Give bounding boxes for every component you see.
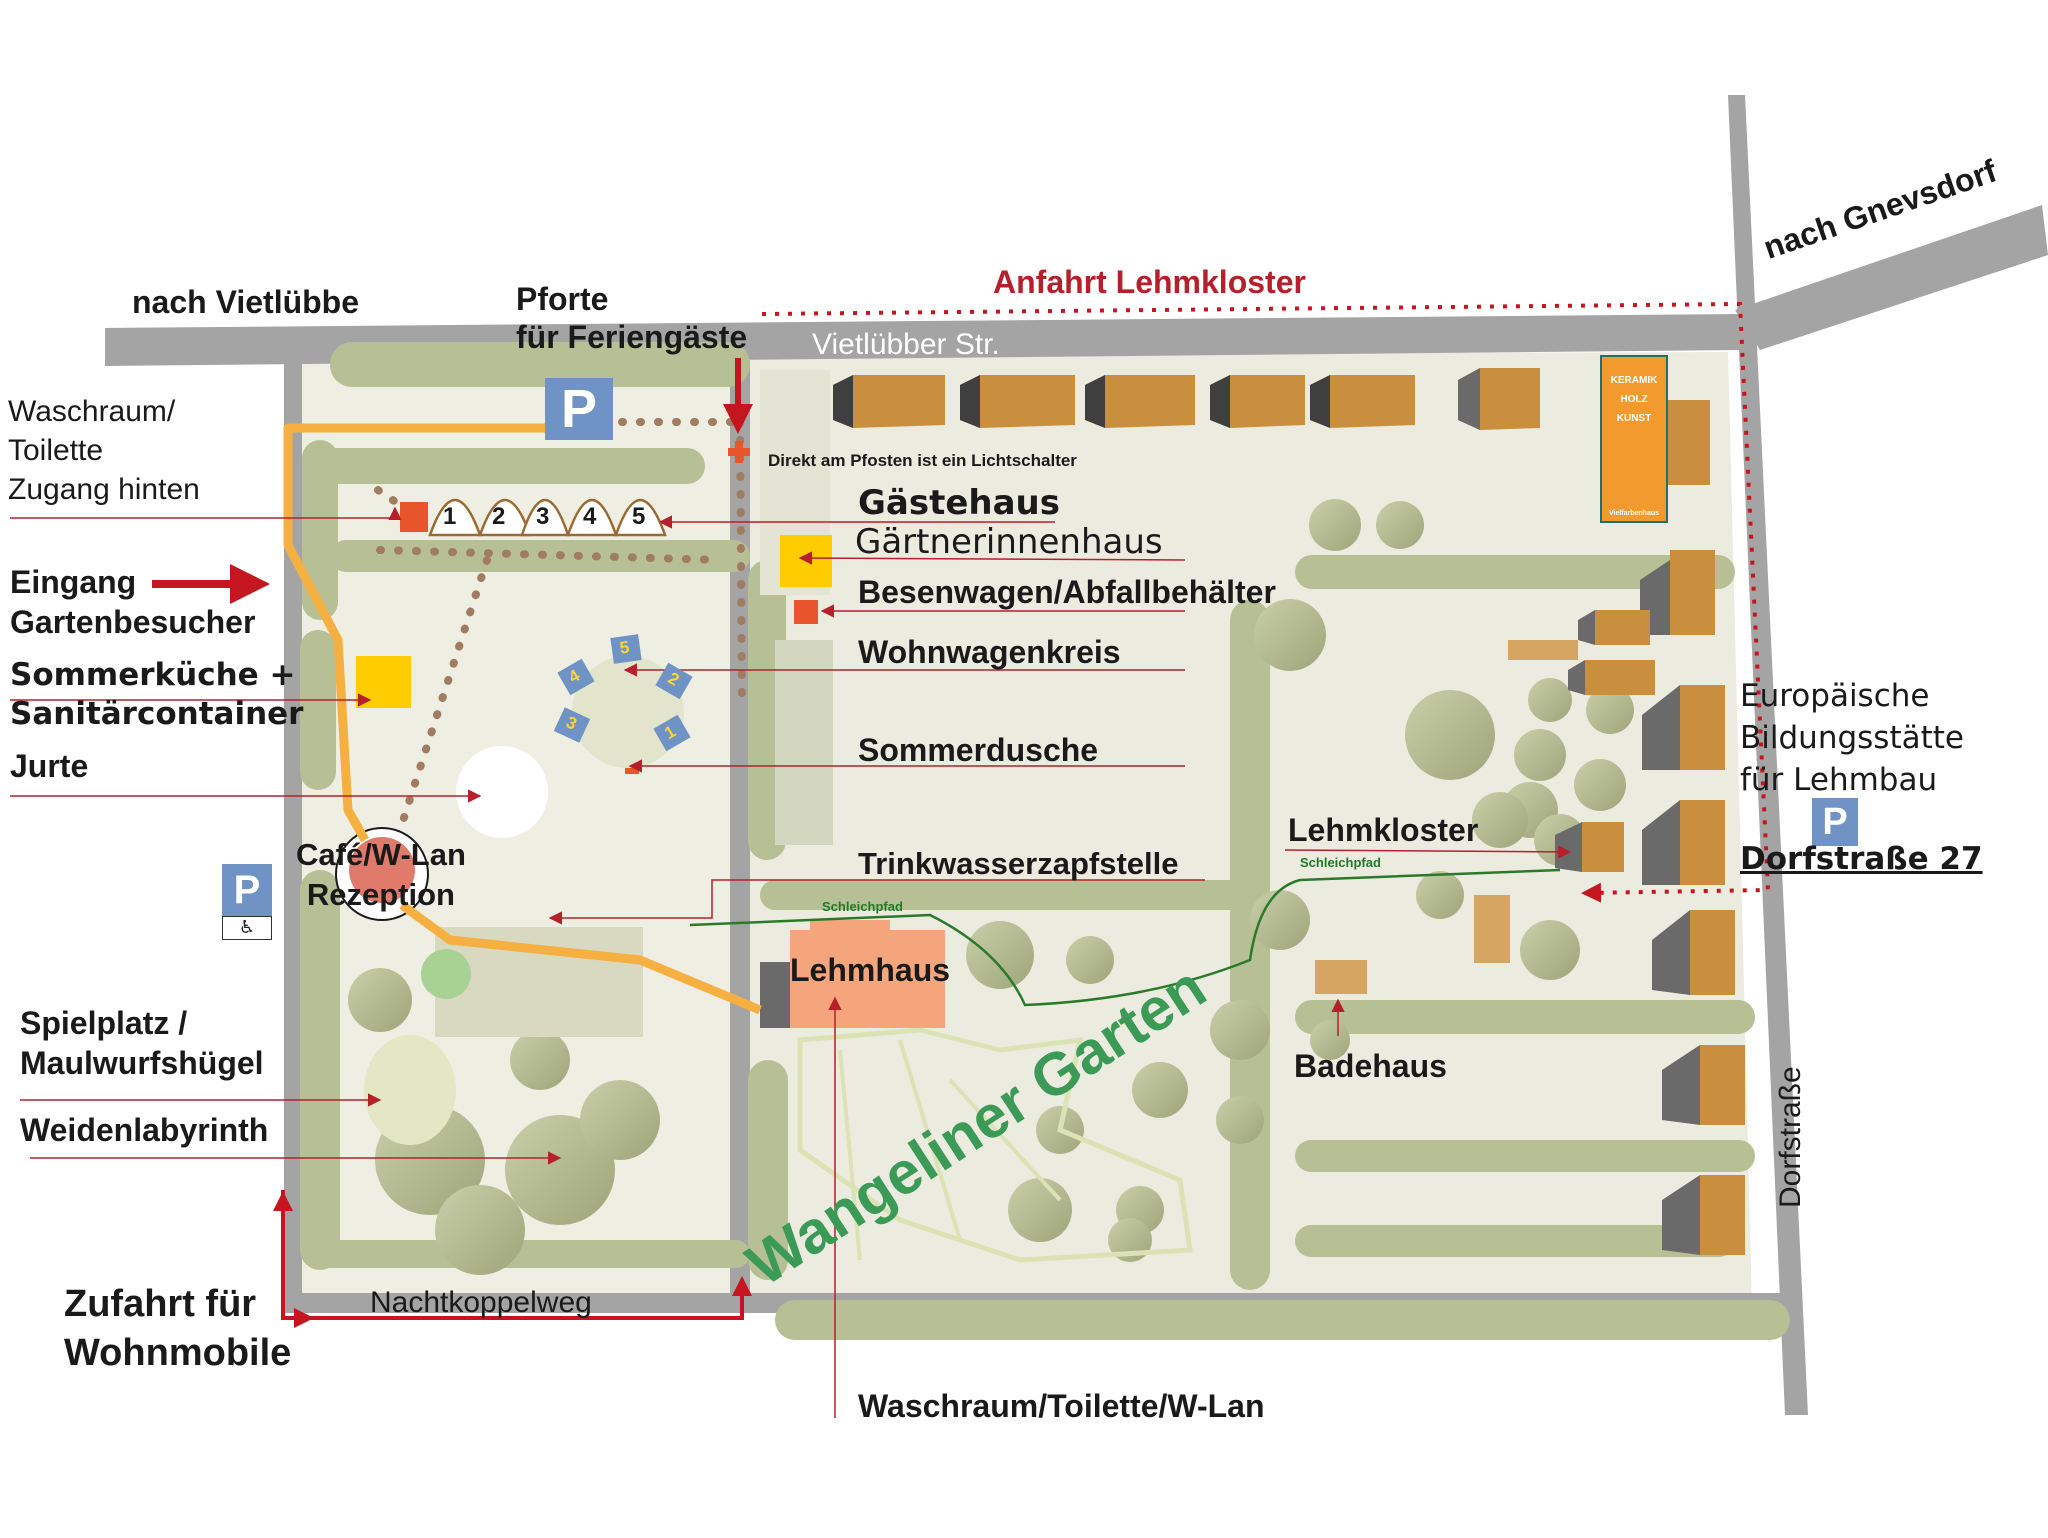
zufahrt-route (281, 1190, 752, 1320)
cafe-center (349, 837, 415, 903)
lehmhaus-annex (760, 962, 790, 1028)
house-right-8 (1662, 1045, 1745, 1125)
house-row-3 (1085, 375, 1195, 428)
label-pforte: Pforte für Feriengäste (516, 281, 748, 356)
guest-house-3: 3 (536, 503, 550, 530)
main-walkway (283, 423, 762, 1015)
shop-sign: KERAMIK HOLZ KUNST Vielfarbenhaus (1600, 355, 1668, 523)
shed-right-2 (1474, 895, 1510, 963)
label-lehmkloster: Lehmkloster (1288, 812, 1479, 848)
house-right-5 (1642, 685, 1725, 770)
label-lehmhaus: Lehmhaus (790, 952, 951, 988)
besenwagen-marker (794, 600, 818, 624)
dotted-paths (374, 418, 746, 834)
label-trinkwasser: Trinkwasserzapfstelle (858, 846, 1179, 881)
guest-house-2: 2 (492, 503, 506, 530)
house-right-6 (1642, 800, 1725, 885)
label-gaertnerinnenhaus: Gärtnerinnenhaus (855, 522, 1163, 562)
tree-hedges (300, 342, 1790, 1340)
label-waschraum-hinten: Waschraum/ Toilette Zugang hinten (8, 395, 200, 506)
label-cafe: Café/W-Lan Rezeption (296, 837, 466, 913)
house-row-5 (1310, 375, 1415, 428)
label-eingang: Eingang Gartenbesucher (10, 564, 256, 640)
left-road (284, 362, 302, 1297)
caravan-5: 5 (610, 634, 642, 664)
guest-house-4: 4 (583, 503, 597, 530)
gaertnerinnenhaus-building (780, 535, 832, 587)
label-gaestehaus: Gästehaus (858, 483, 1060, 523)
parking-pforte: P (545, 378, 613, 440)
shop-sign-footer: Vielfarbenhaus (1608, 510, 1660, 517)
house-right-9 (1662, 1175, 1745, 1255)
label-nachtkoppelweg: Nachtkoppelweg (370, 1286, 592, 1319)
leader-lines (10, 506, 1572, 1418)
label-waschraum-lehmhaus: Waschraum/Toilette/W-Lan (858, 1388, 1265, 1424)
buildings (335, 368, 1745, 1255)
label-sommerdusche: Sommerdusche (858, 732, 1099, 768)
label-dorfstrasse-27: Dorfstraße 27 (1740, 841, 1983, 877)
label-europaeische: Europäische Bildungsstätte für Lehmbau (1740, 678, 1964, 798)
trees (348, 499, 1634, 1275)
label-nach-vietluebbe: nach Vietlübbe (132, 284, 360, 320)
shop-sign-line-2: HOLZ (1620, 394, 1648, 405)
label-vietluebber-str: Vietlübber Str. (812, 328, 1000, 361)
house-row-2 (960, 375, 1075, 428)
label-wohnwagenkreis: Wohnwagenkreis (858, 634, 1121, 670)
house-right-3 (1578, 610, 1650, 645)
badehaus-building (1315, 960, 1367, 994)
house-row-4 (1210, 375, 1305, 428)
shop-sign-line-3: KUNST (1616, 413, 1652, 424)
gnevsdorf-road (1735, 205, 2048, 350)
guest-house-arcs (428, 499, 667, 537)
label-besenwagen: Besenwagen/Abfallbehälter (858, 574, 1276, 610)
label-schleichpfad-2: Schleichpfad (1300, 855, 1381, 870)
house-right-7 (1652, 910, 1735, 995)
shed-right-1 (1508, 640, 1578, 660)
house-single (1458, 368, 1540, 430)
wheelchair-icon: ♿ (222, 916, 272, 940)
parking-dorfstrasse: P (1812, 798, 1858, 846)
parking-disabled: P (222, 864, 272, 916)
label-schleichpfad-1: Schleichpfad (822, 899, 903, 914)
lehmhaus-roof (810, 920, 890, 934)
guest-house-5: 5 (632, 503, 646, 530)
pforte-marker (723, 358, 753, 463)
house-right-4 (1568, 660, 1655, 695)
middle-road (730, 360, 750, 1300)
house-row-1 (833, 375, 945, 428)
label-anfahrt: Anfahrt Lehmkloster (993, 264, 1306, 300)
lehmhaus-building (790, 930, 945, 1028)
schleichpfad-path (689, 868, 1561, 1007)
guest-house-1: 1 (443, 503, 457, 530)
label-weidenlabyrinth: Weidenlabyrinth (20, 1112, 269, 1148)
lehmkloster-building (1555, 822, 1624, 872)
shop-sign-line-1: KERAMIK (1610, 375, 1658, 386)
dorfstrasse-road (1728, 95, 1808, 1415)
label-spielplatz: Spielplatz / Maulwurfshügel (20, 1005, 264, 1081)
label-lichtschalter: Direkt am Pfosten ist ein Lichtschalter (768, 451, 1077, 470)
label-zufahrt: Zufahrt für Wohnmobile (64, 1283, 292, 1375)
waschraum-hinten-marker (400, 502, 428, 532)
label-dorfstrasse: Dorfstraße (1774, 1066, 1807, 1208)
label-sommerkueche: Sommerküche + Sanitärcontainer (10, 657, 304, 732)
label-jurte: Jurte (10, 748, 89, 784)
label-badehaus: Badehaus (1294, 1048, 1447, 1084)
jurte-building (456, 746, 548, 838)
